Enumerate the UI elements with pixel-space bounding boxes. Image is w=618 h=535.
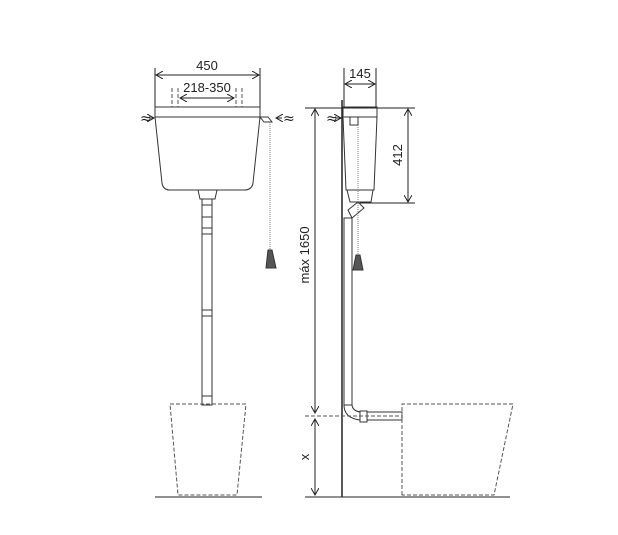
svg-text:≈: ≈	[283, 111, 295, 127]
front-view: 450 218-350 ≈ ≈	[140, 58, 295, 498]
cistern-body	[154, 116, 261, 191]
max-height-label: máx 1650	[297, 226, 312, 283]
connector-elbow	[343, 404, 403, 421]
toilet-bowl-outline-front	[169, 403, 247, 496]
water-inlet-icon: ≈ ≈	[140, 111, 295, 127]
tank-width-label: 450	[196, 58, 218, 73]
cistern-side	[342, 116, 378, 191]
svg-text:≈: ≈	[140, 111, 152, 127]
inlet-spacing-label: 218-350	[183, 80, 231, 95]
toilet-bowl-outline-side	[401, 403, 514, 496]
tank-lid	[154, 106, 261, 118]
bowl-height-label: x	[297, 453, 312, 460]
side-view: 145 412 máx 1650 x ≈	[297, 66, 514, 498]
flush-pipe-side	[343, 217, 353, 407]
tank-depth-label: 145	[349, 66, 371, 81]
tank-height-label: 412	[390, 144, 405, 166]
water-inlet-icon: ≈	[326, 111, 338, 127]
pull-chain-handle	[265, 249, 277, 269]
